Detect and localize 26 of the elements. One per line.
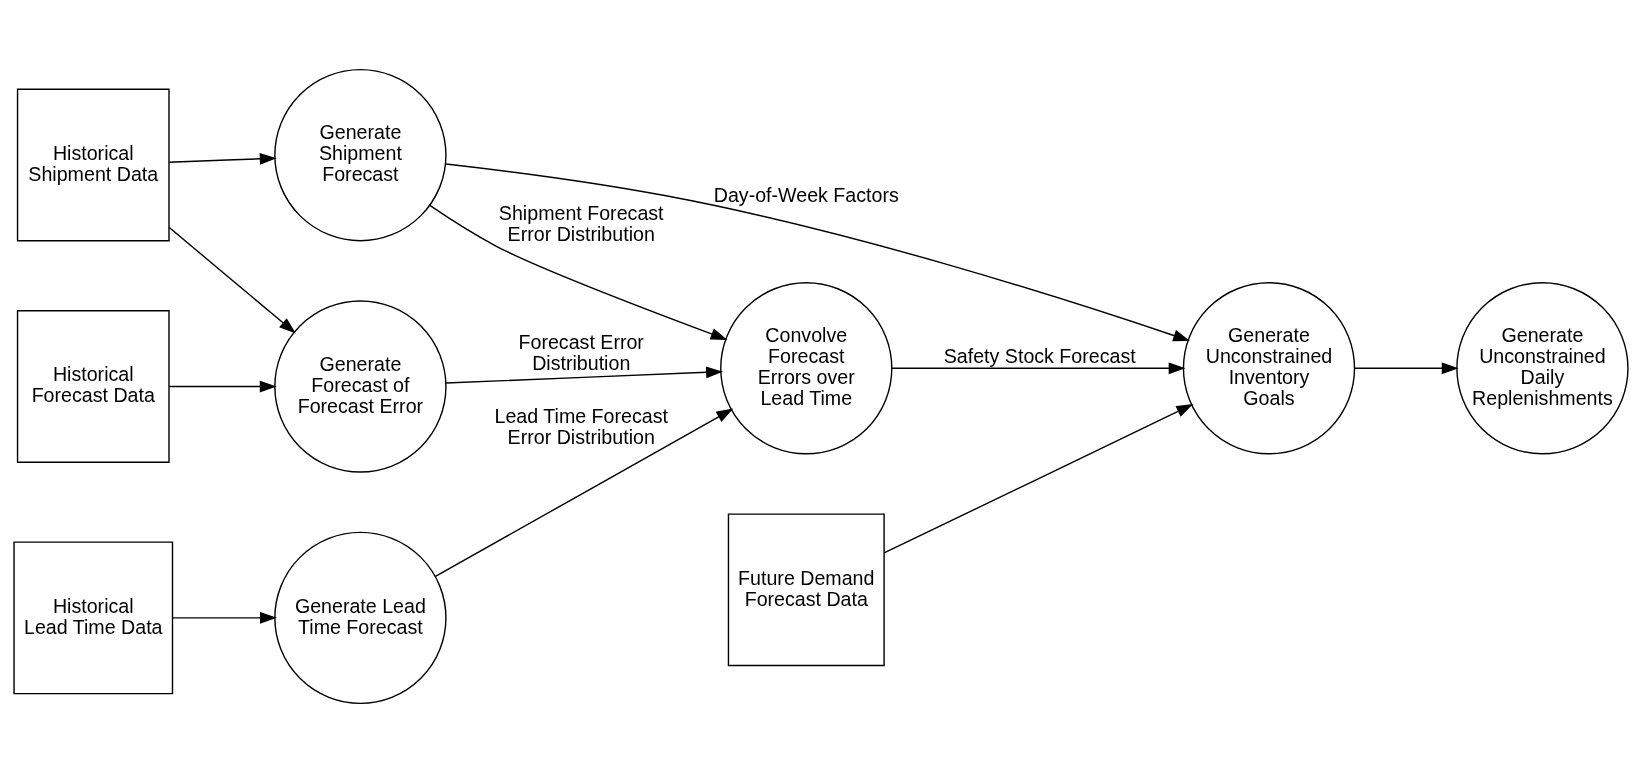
arrow: [883, 404, 1194, 554]
arrow: [168, 380, 277, 393]
node-circle: Generate Shipment Forecast: [274, 68, 447, 242]
node-box: Historical Lead Time Data: [13, 541, 174, 695]
arrow: [1353, 362, 1459, 375]
edge-label: Day-of-Week Factors: [713, 183, 899, 206]
arrow: [171, 611, 277, 624]
edge-label: Forecast Error Distribution: [518, 330, 644, 374]
edge-label: Shipment Forecast Error Distribution: [498, 201, 664, 245]
edge-label: Lead Time Forecast Error Distribution: [494, 405, 668, 449]
arrow: [891, 362, 1186, 375]
arrow: [434, 408, 734, 578]
node-circle: Convolve Forecast Errors over Lead Time: [720, 282, 893, 455]
node-box: Historical Forecast Data: [16, 310, 170, 463]
arrow: [445, 366, 723, 384]
node-circle: Generate Unconstrained Daily Replenishments: [1456, 282, 1629, 455]
arrow: [429, 204, 728, 340]
node-circle: Generate Forecast of Forecast Error: [274, 300, 447, 473]
arrow: [445, 163, 1190, 342]
node-box: Future Demand Forecast Data: [727, 513, 885, 667]
node-circle: Generate Lead Time Forecast: [274, 531, 447, 705]
node-box: Historical Shipment Data: [16, 88, 170, 242]
edge-label: Safety Stock Forecast: [943, 344, 1136, 367]
arrow: [168, 152, 277, 165]
node-circle: Generate Unconstrained Inventory Goals: [1182, 282, 1356, 455]
arrow: [168, 226, 296, 334]
